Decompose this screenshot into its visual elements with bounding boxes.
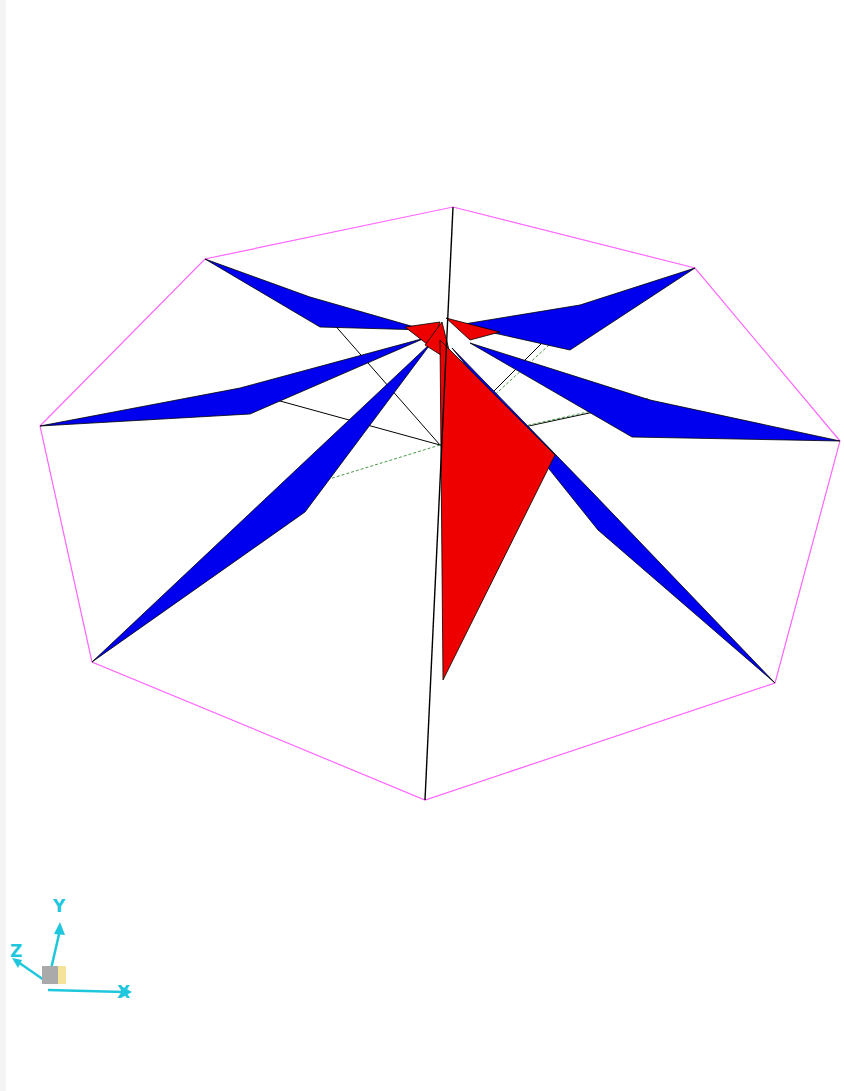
axis-triad (12, 922, 132, 998)
octagon-outline (40, 207, 840, 800)
red-shells (405, 318, 555, 680)
axis-label: Z (10, 943, 22, 960)
axis-label: Y (53, 898, 65, 915)
axis-label: X (117, 984, 130, 1001)
left-margin (0, 0, 6, 1091)
vertical-member (425, 207, 453, 800)
